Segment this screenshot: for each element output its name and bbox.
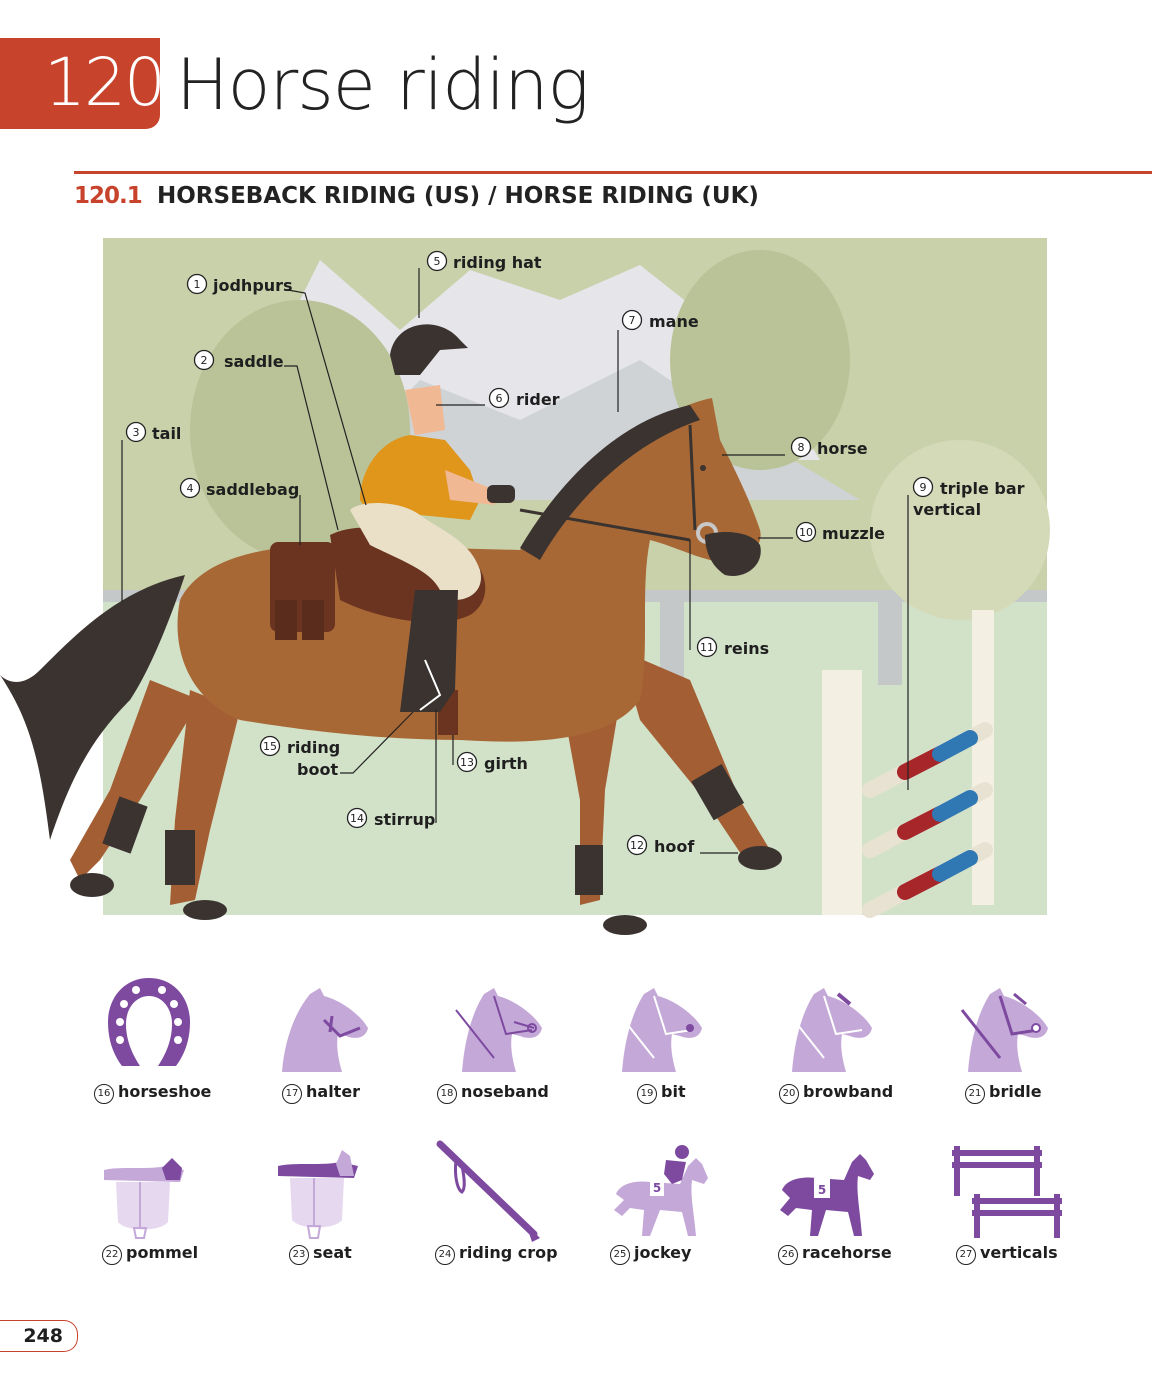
svg-text:3: 3 (133, 426, 140, 439)
label-rider: 6 rider (488, 387, 560, 409)
svg-text:stirrup: stirrup (374, 810, 435, 829)
svg-text:girth: girth (484, 754, 528, 773)
svg-text:8: 8 (798, 441, 805, 454)
label-tail: 3 tail (125, 421, 181, 443)
page-number: 248 (0, 1320, 78, 1352)
horseshoe-icon (108, 978, 190, 1066)
svg-text:rider: rider (516, 390, 560, 409)
riding-crop-icon (436, 1140, 540, 1242)
seat-icon (278, 1150, 358, 1239)
section-number: 120.1 (74, 183, 143, 209)
svg-text:tail: tail (152, 424, 181, 443)
label-muzzle: 10 muzzle (795, 521, 885, 543)
svg-text:riding: riding (287, 738, 340, 757)
label-triple-bar-vertical: 9 triple bar vertical (912, 476, 1025, 519)
noseband-icon (455, 988, 542, 1072)
chapter-title: Horse riding (176, 44, 590, 126)
svg-text:jodhpurs: jodhpurs (212, 276, 293, 295)
section-rule (74, 171, 1152, 174)
label-saddlebag: 4 saddlebag (179, 477, 299, 499)
horse-riding-illustration: 1 jodhpurs 2 saddle 3 tail 4 saddlebag 5… (0, 238, 1050, 935)
svg-text:triple bar: triple bar (940, 479, 1025, 498)
svg-text:2: 2 (201, 354, 208, 367)
jockey-race-number: 5 (653, 1181, 661, 1195)
svg-text:13: 13 (460, 756, 474, 769)
svg-text:11: 11 (700, 641, 714, 654)
svg-text:7: 7 (629, 314, 636, 327)
label-mane: 7 mane (621, 309, 699, 331)
label-riding-boot: 15 riding boot (259, 735, 340, 779)
svg-text:vertical: vertical (913, 500, 981, 519)
svg-text:6: 6 (496, 392, 503, 405)
svg-text:riding hat: riding hat (453, 253, 542, 272)
label-saddle: 2 saddle (193, 349, 284, 371)
svg-text:14: 14 (350, 812, 364, 825)
label-hoof: 12 hoof (626, 834, 695, 856)
browband-icon (785, 988, 872, 1072)
label-reins: 11 reins (696, 636, 769, 658)
svg-text:1: 1 (194, 278, 201, 291)
svg-text:4: 4 (187, 482, 194, 495)
racehorse-icon: 5 (780, 1154, 874, 1236)
svg-text:muzzle: muzzle (822, 524, 885, 543)
svg-text:boot: boot (297, 760, 338, 779)
svg-text:reins: reins (724, 639, 769, 658)
svg-text:mane: mane (649, 312, 699, 331)
label-jodhpurs: 1 jodhpurs (186, 273, 293, 295)
label-horse: 8 horse (790, 436, 868, 458)
bridle-icon (960, 988, 1048, 1072)
pommel-icon (104, 1158, 184, 1239)
svg-text:horse: horse (817, 439, 868, 458)
svg-text:10: 10 (799, 526, 813, 539)
svg-text:9: 9 (920, 481, 927, 494)
label-girth: 13 girth (456, 751, 528, 773)
chapter-number: 120 (44, 44, 166, 121)
chapter-badge (0, 38, 160, 129)
racehorse-race-number: 5 (818, 1183, 826, 1197)
svg-text:12: 12 (630, 839, 644, 852)
label-riding-hat: 5 riding hat (426, 250, 542, 272)
section-title: HORSEBACK RIDING (US) / HORSE RIDING (UK… (157, 183, 759, 209)
svg-text:hoof: hoof (654, 837, 695, 856)
bit-icon (615, 988, 702, 1072)
halter-icon (282, 988, 368, 1072)
jockey-icon: 5 (614, 1145, 708, 1236)
verticals-icon (952, 1146, 1062, 1238)
svg-text:saddlebag: saddlebag (206, 480, 299, 499)
svg-text:5: 5 (434, 255, 441, 268)
svg-text:saddle: saddle (224, 352, 284, 371)
svg-text:15: 15 (263, 740, 277, 753)
label-stirrup: 14 stirrup (346, 807, 435, 829)
